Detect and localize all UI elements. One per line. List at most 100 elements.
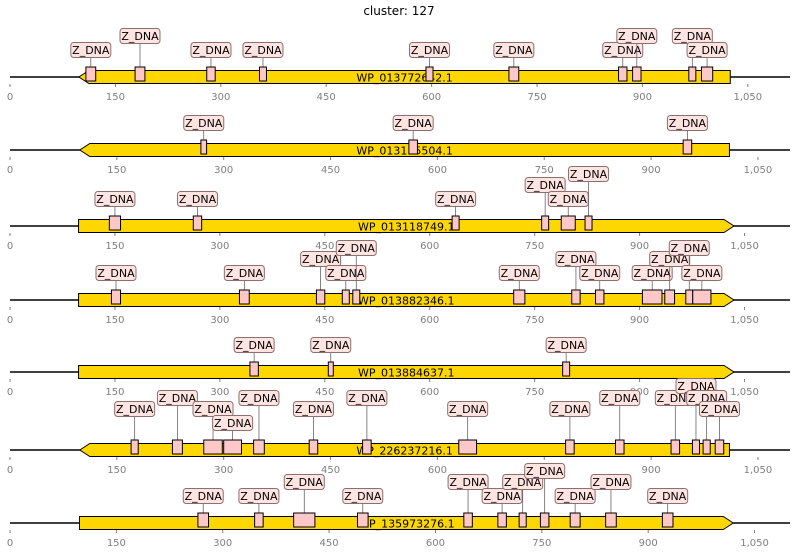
axis-tick-label: 450 (317, 92, 336, 103)
feature-box (513, 289, 526, 305)
figure-title: cluster: 127 (363, 4, 435, 18)
feature-box (203, 439, 223, 455)
axis-tick-label: 300 (214, 165, 233, 176)
z-dna-feature: Z_DNA (668, 240, 710, 305)
z-dna-feature: Z_DNA (325, 265, 367, 305)
z-dna-feature: Z_DNA (183, 115, 225, 155)
feature-label: Z_DNA (295, 403, 333, 416)
z-dna-feature: Z_DNA (616, 28, 658, 82)
axis-tick-label: 450 (321, 465, 340, 476)
feature-label-box (242, 42, 284, 58)
z-dna-feature: Z_DNA (631, 265, 673, 305)
feature-label-box (238, 390, 280, 406)
feature-box (249, 361, 259, 377)
z-dna-feature: Z_DNA (666, 115, 708, 155)
z-dna-feature: Z_DNA (190, 42, 232, 82)
z-dna-feature: Z_DNA (310, 337, 352, 377)
feature-box (508, 66, 520, 82)
feature-label-box (392, 115, 434, 131)
feature-label-box (647, 488, 689, 504)
gene-name-label: WP_013884637.1 (358, 367, 455, 380)
feature-box (327, 361, 334, 377)
z-dna-feature: Z_DNA (70, 42, 112, 82)
z-dna-feature: Z_DNA (602, 42, 644, 82)
feature-label-box (212, 415, 254, 431)
feature-label: Z_DNA (570, 168, 608, 181)
axis-tick-label: 150 (107, 538, 126, 549)
feature-box (614, 439, 625, 455)
feature-label: Z_DNA (240, 392, 278, 405)
feature-label-box (119, 28, 161, 44)
feature-box (700, 66, 714, 82)
feature-box (497, 512, 507, 528)
feature-label-box (666, 115, 708, 131)
feature-label-box (579, 265, 621, 281)
feature-box (565, 439, 575, 455)
feature-label-box (698, 401, 740, 417)
feature-box (451, 215, 460, 231)
axis-tick-label: 600 (428, 465, 447, 476)
feature-label-box (190, 42, 232, 58)
axis-tick-label: 0 (7, 465, 13, 476)
feature-label-box (342, 488, 384, 504)
axis-tick-label: 900 (630, 315, 649, 326)
gene-name-label: WP_013115504.1 (356, 145, 453, 158)
axis-tick-label: 750 (535, 165, 554, 176)
axis-tick-label: 600 (422, 92, 441, 103)
feature-label: Z_DNA (121, 30, 159, 43)
feature-label: Z_DNA (72, 44, 110, 57)
z-dna-feature: Z_DNA (238, 488, 280, 528)
feature-label: Z_DNA (194, 403, 232, 416)
axis-tick-label: 1,050 (740, 538, 769, 549)
z-dna-feature: Z_DNA (524, 177, 566, 231)
axis-tick-label: 600 (420, 387, 439, 398)
feature-label: Z_DNA (618, 30, 656, 43)
axis-tick-label: 900 (633, 92, 652, 103)
feature-label: Z_DNA (411, 44, 449, 57)
feature-box (356, 512, 369, 528)
gene-name-label: WP_013882346.1 (358, 295, 455, 308)
z-dna-feature: Z_DNA (392, 115, 434, 155)
z-dna-feature: Z_DNA (223, 265, 265, 305)
z-dna-feature: Z_DNA (409, 42, 451, 82)
feature-label-box (335, 240, 377, 256)
feature-box (85, 66, 97, 82)
z-dna-feature: Z_DNA (654, 390, 696, 455)
feature-label: Z_DNA (501, 267, 539, 280)
feature-label: Z_DNA (634, 267, 672, 280)
feature-label: Z_DNA (116, 403, 154, 416)
z-dna-feature: Z_DNA (698, 401, 740, 455)
feature-label-box (95, 265, 137, 281)
feature-label-box (156, 390, 198, 406)
axis-tick-label: 600 (420, 315, 439, 326)
z-dna-feature: Z_DNA (547, 191, 589, 231)
feature-label: Z_DNA (504, 476, 542, 489)
feature-box (539, 512, 550, 528)
feature-label: Z_DNA (338, 242, 376, 255)
axis-tick-label: 300 (210, 387, 229, 398)
gene-name-label: WP_013772642.1 (356, 72, 453, 85)
feature-box (664, 289, 676, 305)
z-dna-feature: Z_DNA (300, 251, 342, 305)
feature-label: Z_DNA (192, 44, 230, 57)
feature-label-box (310, 337, 352, 353)
feature-label: Z_DNA (185, 117, 223, 130)
feature-box (692, 289, 712, 305)
axis-tick-label: 0 (7, 92, 13, 103)
axis-tick-label: 150 (107, 465, 126, 476)
axis-tick-label: 750 (525, 315, 544, 326)
feature-box (595, 289, 605, 305)
feature-label-box (447, 474, 489, 490)
z-dna-feature: Z_DNA (686, 42, 728, 82)
feature-label: Z_DNA (236, 339, 274, 352)
feature-label-box (435, 191, 477, 207)
feature-box (362, 439, 372, 455)
feature-label: Z_DNA (449, 403, 487, 416)
feature-label: Z_DNA (449, 476, 487, 489)
z-dna-feature: Z_DNA (119, 28, 161, 82)
feature-box (641, 289, 663, 305)
z-dna-feature: Z_DNA (292, 401, 334, 455)
z-dna-feature: Z_DNA (447, 401, 489, 455)
feature-label-box (599, 390, 641, 406)
feature-label: Z_DNA (348, 392, 386, 405)
